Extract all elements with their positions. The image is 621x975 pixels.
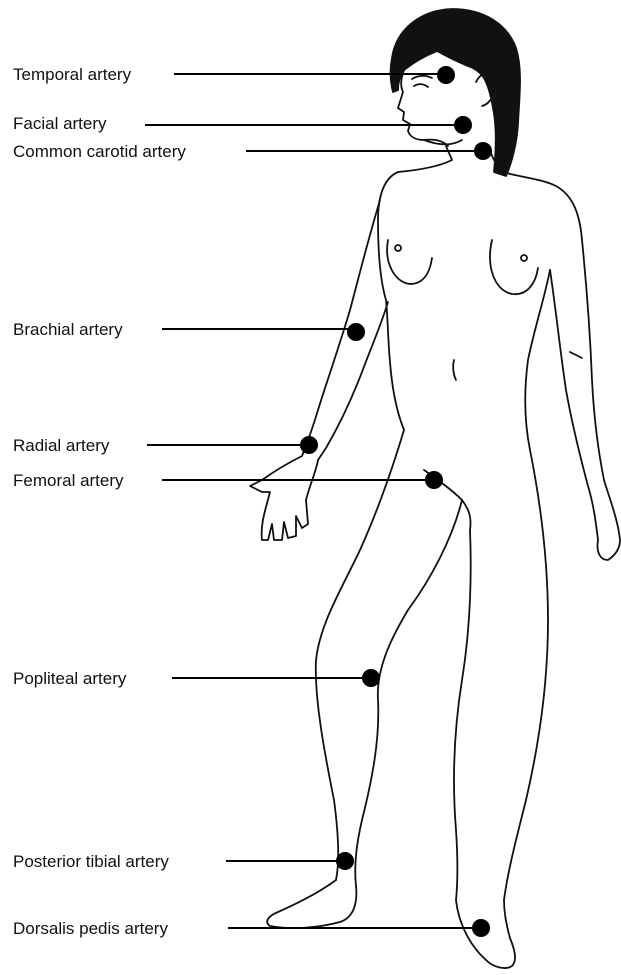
breast-right [490, 240, 538, 294]
temporal-artery-label: Temporal artery [13, 65, 132, 84]
arm-left-outer [582, 240, 620, 540]
hand-left [597, 540, 620, 560]
leg-left-outer [504, 450, 548, 900]
hand-right [250, 456, 318, 540]
shoulder-right [510, 174, 582, 240]
eye [414, 84, 428, 87]
popliteal-artery-label: Popliteal artery [13, 669, 127, 688]
torso-right [525, 270, 550, 450]
leg-right-inner [355, 500, 462, 886]
neck-left [398, 146, 452, 172]
dorsalis-pedis-artery-label: Dorsalis pedis artery [13, 919, 168, 938]
brachial-pulse-dot [347, 323, 365, 341]
nipple-right [521, 255, 527, 261]
foot-right [267, 880, 356, 928]
common-carotid-artery-label: Common carotid artery [13, 142, 186, 161]
leader-lines [145, 74, 483, 928]
torso-left [378, 172, 404, 430]
leg-right-outer [316, 430, 404, 880]
brow [412, 76, 432, 79]
radial-artery-label: Radial artery [13, 436, 110, 455]
artery-labels: Temporal artery Facial artery Common car… [13, 65, 186, 938]
elbow-left [570, 352, 582, 358]
posterior-tibial-artery-label: Posterior tibial artery [13, 852, 169, 871]
breast-left [387, 240, 432, 284]
nipple-left [395, 245, 401, 251]
leg-left-inner [454, 530, 471, 900]
facial-artery-label: Facial artery [13, 114, 107, 133]
brachial-artery-label: Brachial artery [13, 320, 123, 339]
femoral-artery-label: Femoral artery [13, 471, 124, 490]
arm-left-inner [550, 270, 598, 540]
navel [453, 360, 456, 380]
